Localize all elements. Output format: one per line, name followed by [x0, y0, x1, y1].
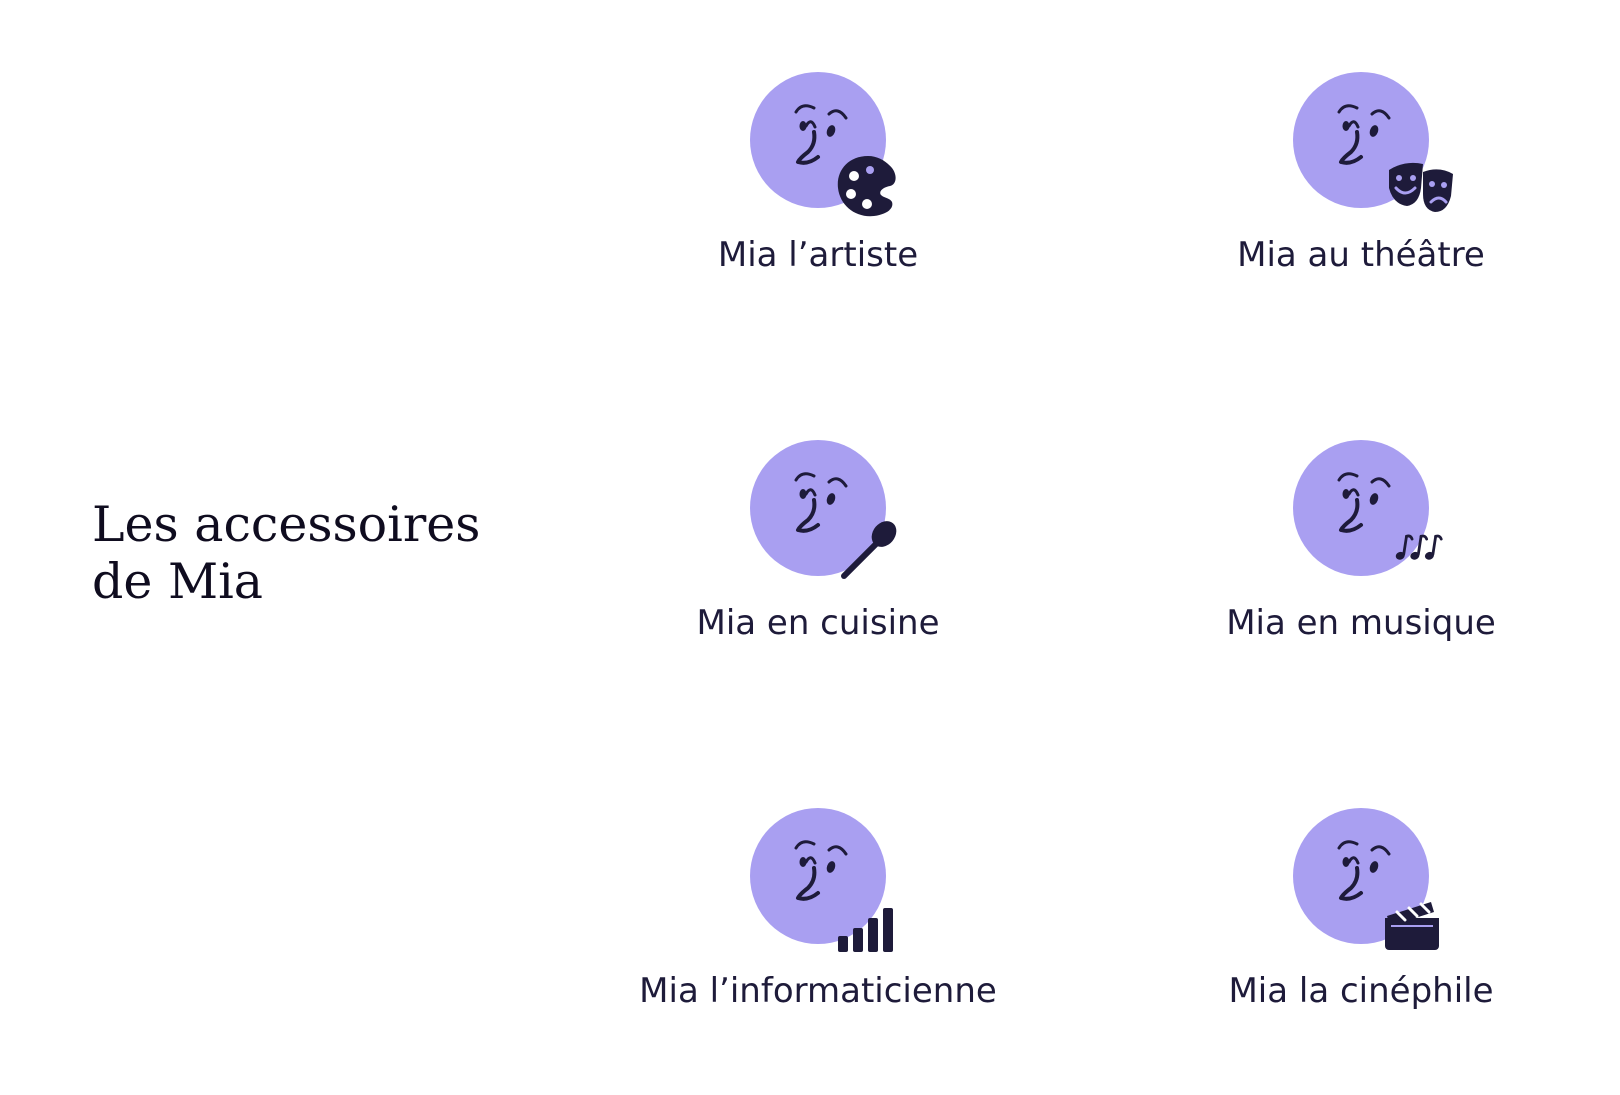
mia-face-icon — [794, 104, 848, 165]
card-mia-musique[interactable]: Mia en musique — [1141, 432, 1581, 672]
avatar — [1285, 800, 1445, 960]
avatar-circle — [750, 808, 886, 944]
avatar-circle — [1293, 440, 1429, 576]
card-mia-artiste[interactable]: Mia l’artiste — [598, 64, 1038, 304]
card-mia-cinephile[interactable]: Mia la cinéphile — [1141, 800, 1581, 1040]
clapperboard-icon — [1385, 902, 1439, 950]
avatar — [742, 64, 902, 224]
mia-face-icon — [1337, 472, 1391, 533]
theater-masks-icon — [1389, 162, 1453, 212]
music-notes-icon — [1395, 534, 1443, 560]
avatar — [742, 432, 902, 592]
card-mia-informaticienne[interactable]: Mia l’informaticienne — [598, 800, 1038, 1040]
card-label: Mia au théâtre — [1237, 235, 1485, 275]
mia-face-icon — [1337, 104, 1391, 165]
card-label: Mia l’informaticienne — [639, 971, 997, 1011]
card-label: Mia l’artiste — [717, 235, 919, 275]
page-title: Les accessoires de Mia — [92, 496, 512, 610]
card-label: Mia en musique — [1226, 603, 1496, 643]
mia-face-icon — [794, 840, 848, 901]
spoon-icon — [841, 521, 897, 579]
card-mia-cuisine[interactable]: Mia en cuisine — [598, 432, 1038, 672]
mia-face-icon — [794, 472, 848, 533]
card-mia-theatre[interactable]: Mia au théâtre — [1141, 64, 1581, 304]
avatar — [1285, 432, 1445, 592]
mia-face-icon — [1337, 840, 1391, 901]
card-label: Mia la cinéphile — [1228, 971, 1494, 1011]
avatar — [1285, 64, 1453, 224]
card-label: Mia en cuisine — [696, 603, 940, 643]
avatar — [742, 800, 902, 960]
page-title-line-2: de Mia — [92, 553, 263, 610]
palette-icon — [837, 156, 896, 217]
page-title-line-1: Les accessoires — [92, 496, 481, 553]
signal-bars-icon — [838, 908, 893, 952]
